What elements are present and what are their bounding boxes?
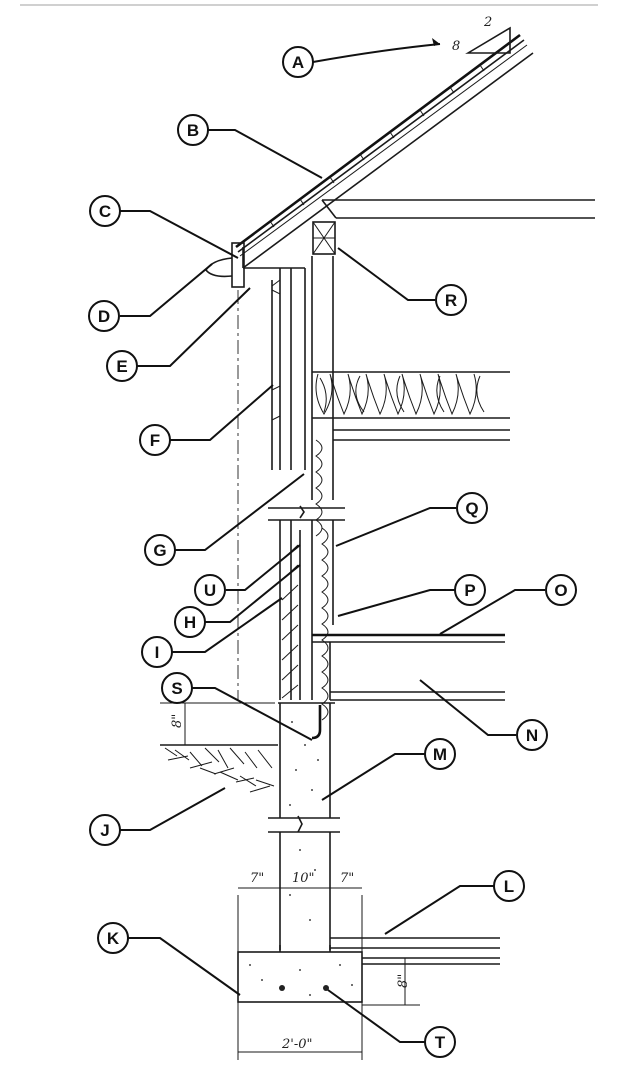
roof-assembly [205,26,595,288]
svg-text:T: T [435,1033,446,1052]
callout-K: K [97,922,129,954]
svg-text:J: J [100,821,109,840]
top-divider [20,4,598,6]
earth-grade [160,744,278,793]
callout-N: N [516,719,548,751]
svg-text:F: F [150,431,160,450]
svg-text:E: E [116,357,127,376]
svg-text:Q: Q [465,499,478,518]
svg-text:I: I [155,643,160,662]
callout-G: G [144,534,176,566]
footing [237,887,500,1060]
grade-dimension: 8" [170,714,185,728]
callout-S: S [161,672,193,704]
svg-text:P: P [464,581,475,600]
svg-text:B: B [187,121,199,140]
callout-T: T [424,1026,456,1058]
footing-left-dimension: 7" [250,871,264,886]
callout-A: A [282,46,314,78]
svg-text:H: H [184,613,196,632]
callout-D: D [88,300,120,332]
svg-text:G: G [153,541,166,560]
callout-M: M [424,738,456,770]
callout-I: I [141,636,173,668]
callout-O: O [545,574,577,606]
upper-wall [237,256,334,700]
ceiling-insulation [312,371,510,441]
svg-text:S: S [171,679,182,698]
callout-U: U [194,574,226,606]
svg-text:N: N [526,726,538,745]
svg-text:O: O [554,581,567,600]
callout-J: J [89,814,121,846]
footing-right-dimension: 7" [340,871,354,886]
callout-P: P [454,574,486,606]
foundation [160,702,340,950]
footing-depth-dimension: 8" [396,974,411,988]
svg-text:U: U [204,581,216,600]
svg-text:L: L [504,877,514,896]
leader-lines [120,38,545,1043]
slope-run: 2 [483,15,492,30]
wall-break [268,505,345,521]
svg-text:R: R [445,291,457,310]
callout-E: E [106,350,138,382]
svg-text:K: K [107,929,120,948]
svg-text:C: C [99,202,111,221]
callout-H: H [174,606,206,638]
svg-text:M: M [433,745,447,764]
callout-L: L [493,870,525,902]
footing-width-dimension: 2'-0" [281,1037,313,1052]
svg-text:D: D [98,307,110,326]
lower-wall [279,439,505,721]
svg-text:A: A [292,53,304,72]
callout-B: B [177,114,209,146]
callout-F: F [139,424,171,456]
callout-Q: Q [456,492,488,524]
wall-width-dimension: 10" [292,871,315,886]
callout-R: R [435,284,467,316]
callout-C: C [89,195,121,227]
slope-rise: 8 [452,39,460,54]
